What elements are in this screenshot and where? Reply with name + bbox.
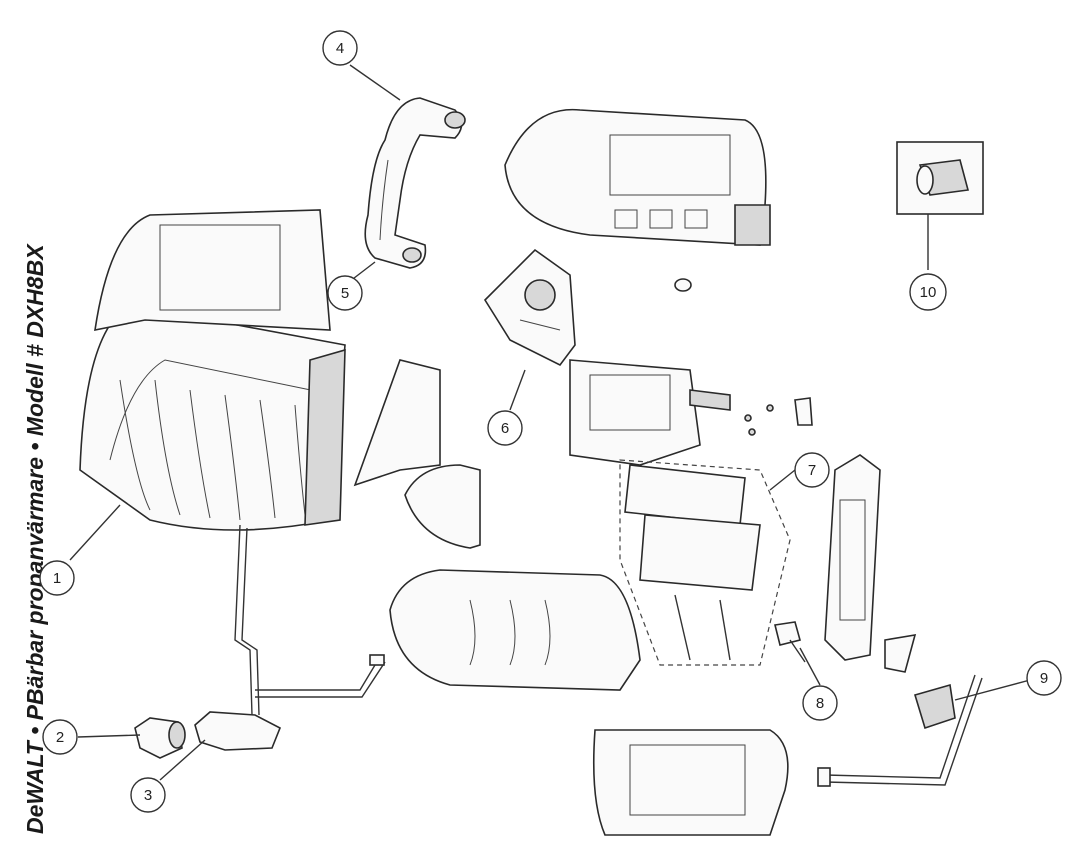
- svg-text:5: 5: [341, 285, 349, 302]
- leader-lines: [69, 64, 1031, 781]
- part-rear-frame: [592, 729, 789, 836]
- callout-2: 2: [42, 719, 78, 755]
- part-10-inset-box: [896, 141, 984, 215]
- callout-9: 9: [1026, 660, 1062, 696]
- svg-text:9: 9: [1040, 670, 1048, 687]
- svg-text:8: 8: [816, 695, 824, 712]
- callout-7: 7: [794, 452, 830, 488]
- part-base-tray: [389, 569, 641, 691]
- svg-text:6: 6: [501, 420, 509, 437]
- callout-8: 8: [802, 685, 838, 721]
- svg-text:10: 10: [920, 284, 937, 301]
- part-8-switch: [774, 621, 806, 663]
- svg-text:2: 2: [56, 729, 64, 746]
- part-9-pilot-assembly: [817, 674, 983, 787]
- part-3-valve-assembly: [194, 524, 386, 751]
- part-6-burner-bracket: [483, 248, 576, 367]
- part-2-control-knob: [134, 717, 186, 759]
- svg-text:3: 3: [144, 787, 152, 804]
- part-1-front-grille: [79, 209, 346, 531]
- callout-10: 10: [909, 273, 947, 311]
- part-screws: [744, 397, 813, 436]
- part-burner-box: [569, 359, 731, 466]
- svg-text:7: 7: [808, 462, 816, 479]
- callout-4: 4: [322, 30, 358, 66]
- svg-text:4: 4: [336, 40, 344, 57]
- part-top-housing: [504, 108, 771, 292]
- callout-1: 1: [39, 560, 75, 596]
- part-4-5-handle: [364, 97, 466, 269]
- part-heat-shield: [353, 359, 441, 487]
- callout-5: 5: [327, 275, 363, 311]
- part-side-panel: [824, 454, 917, 673]
- part-reflector-plate: [404, 464, 481, 549]
- callout-3: 3: [130, 777, 166, 813]
- svg-text:1: 1: [53, 570, 61, 587]
- part-7-element-kit: [619, 459, 791, 666]
- callout-6: 6: [487, 410, 523, 446]
